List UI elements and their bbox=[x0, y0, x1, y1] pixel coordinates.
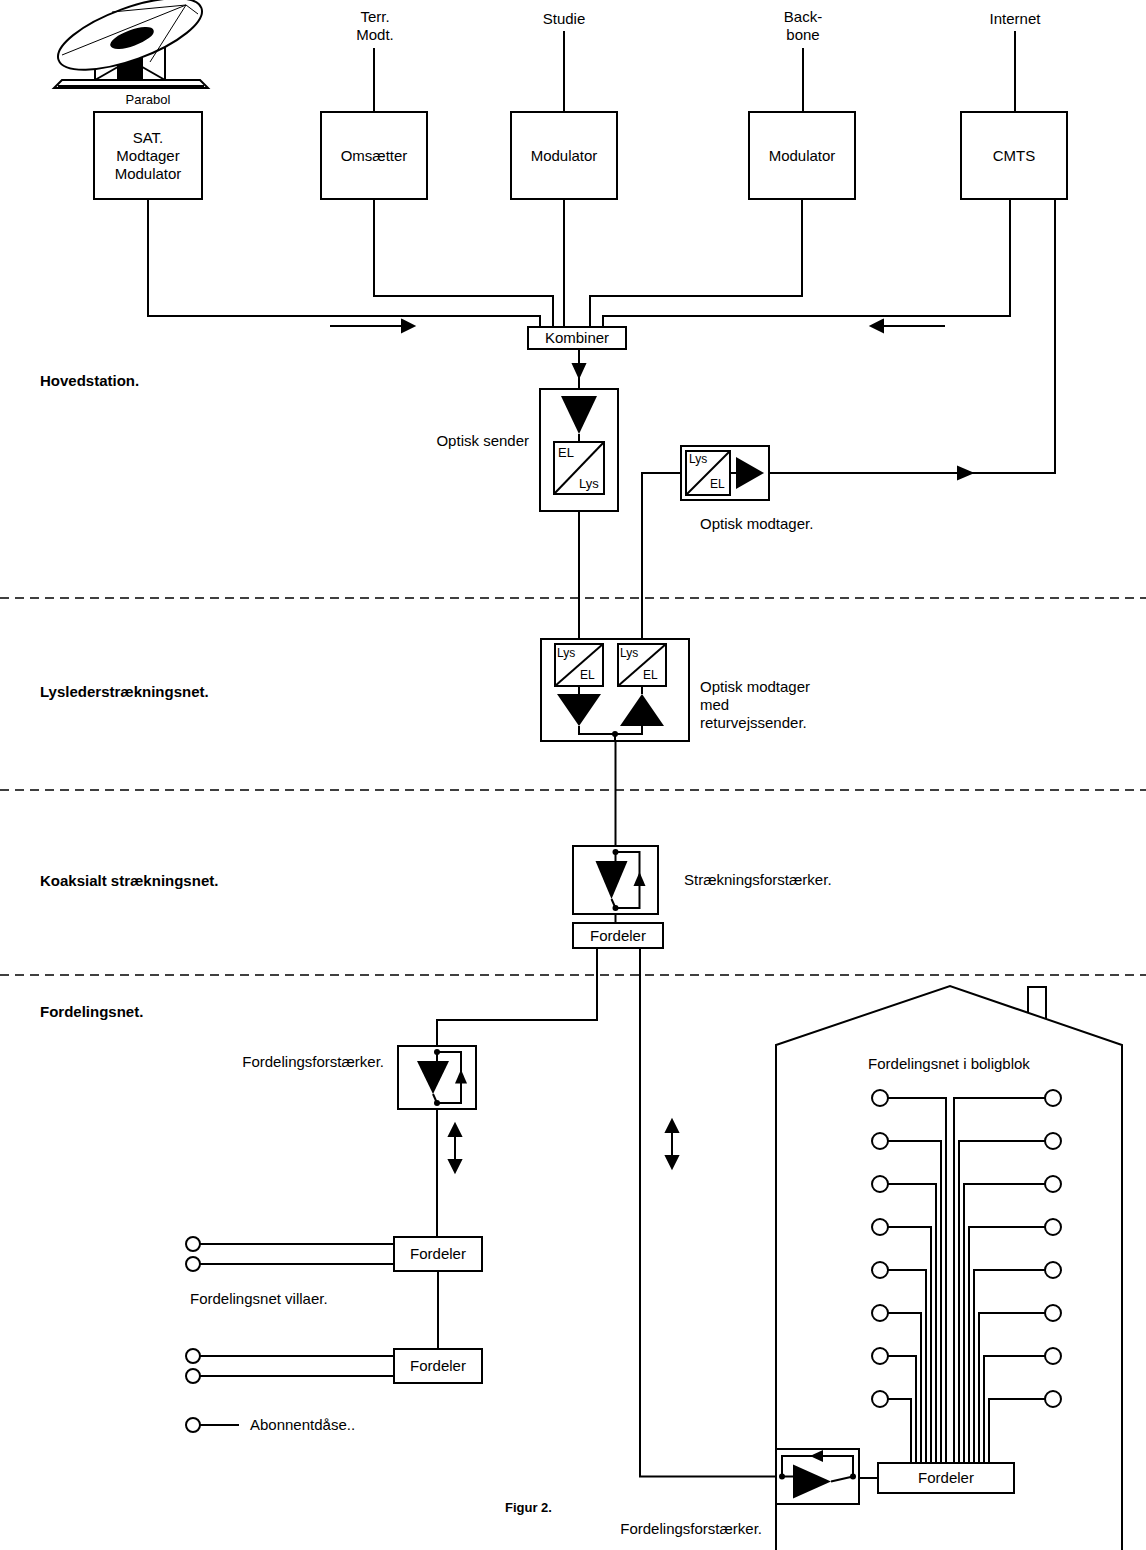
component-label: Fordelingsforstærker. bbox=[572, 1520, 762, 1538]
feed-lines bbox=[374, 31, 1015, 111]
connector-line bbox=[437, 1272, 439, 1348]
source-label: Fordelingsnet villaer. bbox=[190, 1290, 328, 1308]
box-label: SAT. Modtager Modulator bbox=[106, 129, 190, 183]
connector-line bbox=[437, 949, 597, 1045]
source-label: Studie bbox=[524, 10, 604, 28]
box-label: Modulator bbox=[531, 147, 598, 165]
optical-node: LysELLysELOptisk modtager med returvejss… bbox=[540, 638, 690, 742]
splitter-box: Fordeler bbox=[572, 922, 664, 949]
converter-box: Omsætter bbox=[320, 111, 428, 200]
connector-line bbox=[603, 200, 1010, 326]
connector-line bbox=[860, 1477, 877, 1479]
distribution-amplifier: Fordelingsforstærker. bbox=[397, 1045, 477, 1110]
box-label: CMTS bbox=[993, 147, 1036, 165]
optical-transmitter: Optisk senderELLys bbox=[539, 388, 619, 512]
satellite-dish bbox=[50, 0, 211, 88]
converter-label: Lys bbox=[620, 646, 638, 660]
connector-line bbox=[148, 200, 540, 326]
cmts-box: CMTS bbox=[960, 111, 1068, 200]
component-label: Fordelingsnet i boligblok bbox=[775, 1055, 1123, 1073]
building-outlets bbox=[872, 1090, 1061, 1462]
modulator-box: SAT. Modtager Modulator bbox=[93, 111, 203, 200]
connector-line bbox=[374, 200, 553, 326]
section-heading: Lyslederstrækningsnet. bbox=[40, 683, 209, 701]
section-heading: Hovedstation. bbox=[40, 372, 139, 390]
box-label: Fordeler bbox=[918, 1469, 974, 1487]
splitter-box: Fordeler bbox=[393, 1348, 483, 1384]
optical-receiver: LysELOptisk modtager. bbox=[680, 445, 770, 501]
connector-line bbox=[770, 200, 1055, 473]
figure-caption: Figur 2. bbox=[505, 1500, 552, 1516]
box-label: Modulator bbox=[769, 147, 836, 165]
section-dividers bbox=[0, 598, 1146, 975]
direction-arrows bbox=[330, 320, 972, 1172]
component-label: Strækningsforstærker. bbox=[684, 871, 832, 889]
distribution-amplifier: Fordelingsforstærker. bbox=[775, 1448, 860, 1505]
symbol-ampd bbox=[574, 847, 657, 913]
converter-label: EL bbox=[558, 445, 574, 461]
subscriber-outlets bbox=[186, 1237, 393, 1383]
connector-line bbox=[563, 200, 565, 326]
source-label: Parabol bbox=[108, 92, 188, 108]
converter-label: Lys bbox=[689, 452, 707, 466]
modulator-box: Modulator bbox=[748, 111, 856, 200]
combiner-box: Kombiner bbox=[527, 326, 627, 350]
converter-label: EL bbox=[580, 668, 595, 682]
box-label: Fordeler bbox=[590, 927, 646, 945]
modulator-box: Modulator bbox=[510, 111, 618, 200]
component-label: Optisk sender bbox=[389, 432, 529, 450]
symbol-tx bbox=[541, 390, 617, 510]
box-label: Omsætter bbox=[341, 147, 408, 165]
converter-label: Lys bbox=[557, 646, 575, 660]
connector-line bbox=[578, 350, 580, 388]
source-label: Internet bbox=[970, 10, 1060, 28]
component-label: Optisk modtager med returvejssender. bbox=[700, 678, 835, 732]
source-label: Terr. Modt. bbox=[349, 8, 401, 44]
connector-line bbox=[615, 742, 617, 845]
converter-label: EL bbox=[710, 477, 725, 491]
trunk-amplifier: Strækningsforstærker. bbox=[572, 845, 659, 915]
section-heading: Fordelingsnet. bbox=[40, 1003, 143, 1021]
converter-label: EL bbox=[643, 668, 658, 682]
connector-line bbox=[590, 200, 802, 326]
source-label: Back-bone bbox=[778, 8, 828, 44]
legend-label: Abonnentdåse.. bbox=[250, 1416, 355, 1434]
connector-line bbox=[615, 915, 617, 922]
symbol-ampd bbox=[399, 1047, 475, 1108]
symbol-amph bbox=[777, 1450, 858, 1503]
connector-line bbox=[642, 473, 680, 638]
component-label: Fordelingsforstærker. bbox=[194, 1053, 384, 1071]
connector-line bbox=[640, 949, 775, 1477]
box-label: Fordeler bbox=[410, 1245, 466, 1263]
section-heading: Koaksialt strækningsnet. bbox=[40, 872, 218, 890]
connector-line bbox=[578, 512, 580, 638]
splitter-box: Fordeler bbox=[393, 1236, 483, 1272]
converter-label: Lys bbox=[579, 476, 599, 492]
connector-line bbox=[436, 1110, 438, 1236]
splitter-box: Fordeler bbox=[877, 1462, 1015, 1494]
box-label: Fordeler bbox=[410, 1357, 466, 1375]
legend-swatch bbox=[183, 1415, 243, 1435]
box-label: Kombiner bbox=[545, 329, 609, 347]
component-label: Optisk modtager. bbox=[700, 515, 813, 533]
